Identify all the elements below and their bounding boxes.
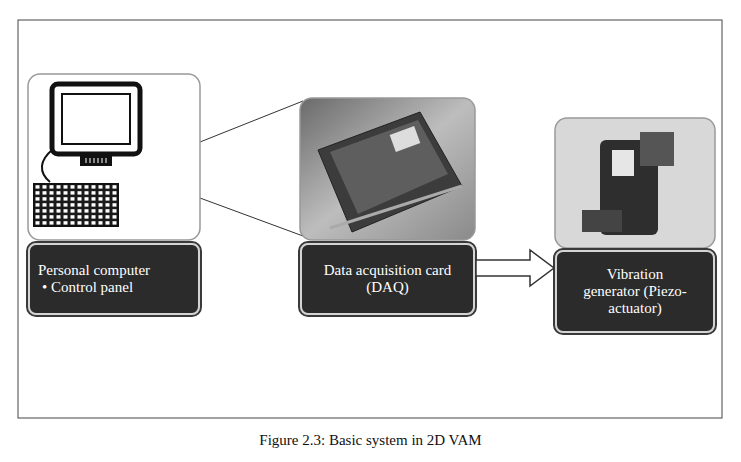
node-title: Data acquisition card (DAQ)	[310, 262, 465, 296]
keyboard-symbol	[34, 184, 118, 226]
image-frame	[300, 98, 475, 240]
monitor-symbol	[52, 84, 140, 154]
figure-caption: Figure 2.3: Basic system in 2D VAM	[0, 432, 741, 449]
block-arrow	[476, 250, 554, 286]
image-frame	[28, 74, 200, 240]
outer-frame	[18, 20, 722, 418]
monitor-vents	[86, 158, 106, 163]
node-title: Vibration generator (Piezo-actuator)	[577, 266, 693, 317]
actuator-mount	[640, 132, 674, 166]
actuator-base	[582, 210, 622, 232]
monitor-screen	[62, 94, 130, 144]
actuator-label	[612, 150, 634, 176]
label-box: Personal computer• Control panel	[28, 243, 200, 315]
label-box: Data acquisition card (DAQ)	[300, 243, 475, 315]
daq-chip	[390, 126, 421, 152]
zoom-line	[200, 198, 303, 236]
label-box: Vibration generator (Piezo-actuator)	[555, 250, 715, 333]
zoom-line	[200, 101, 303, 142]
daq-card-board	[330, 120, 448, 214]
image-frame	[555, 118, 715, 248]
node-title: Personal computer	[38, 262, 190, 279]
node-bullet: • Control panel	[38, 279, 190, 296]
daq-connector	[330, 186, 462, 228]
daq-card-illustration	[318, 112, 462, 232]
cable-line	[42, 150, 52, 182]
monitor-stand	[80, 154, 112, 166]
